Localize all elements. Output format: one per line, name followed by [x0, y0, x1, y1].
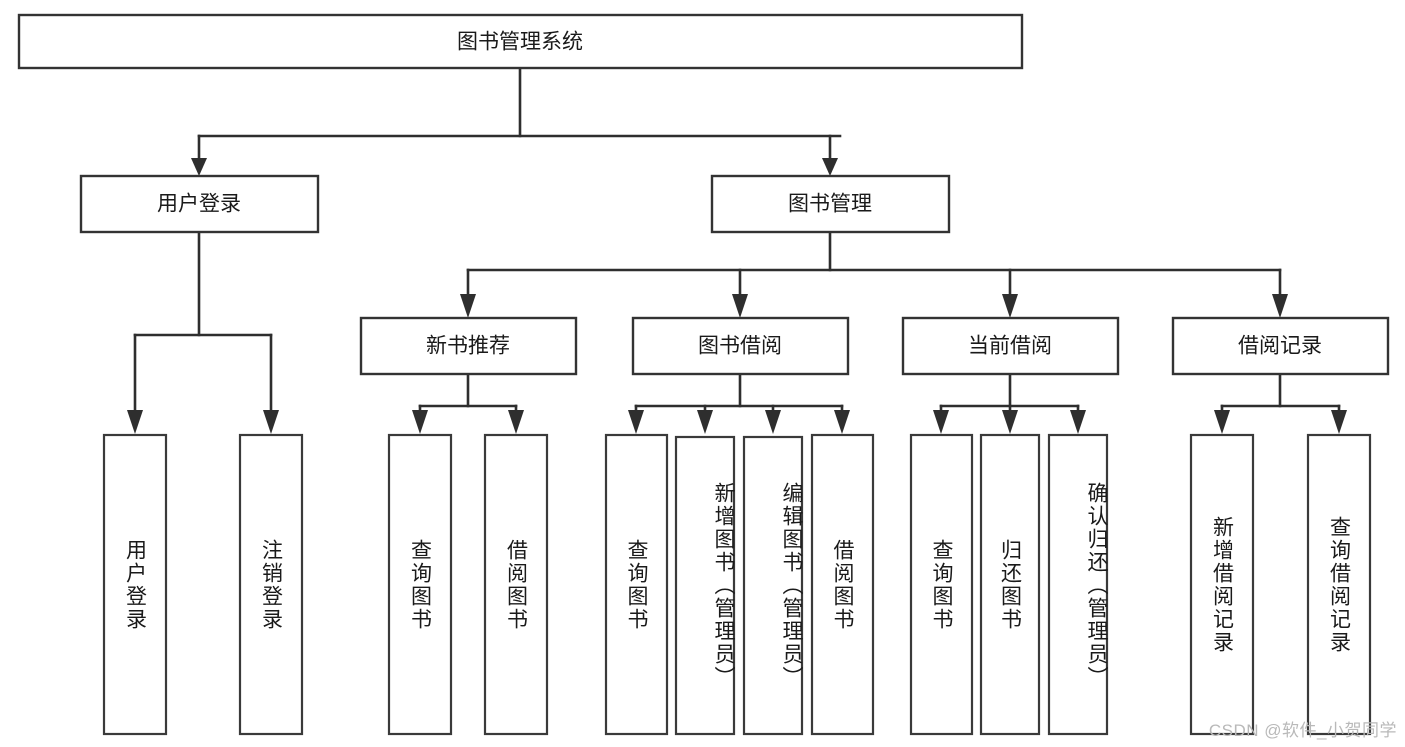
connector-group-records-to-leaves	[1214, 372, 1347, 434]
node-root-box[interactable]	[17, 13, 1024, 70]
arrow-icon-leaf-nb-1	[508, 410, 524, 434]
node-leaf-box-cb-2[interactable]	[1047, 433, 1109, 736]
connector-group-bookmgmt-to-level3	[460, 230, 1288, 318]
arrow-icon-l3-0	[460, 294, 476, 318]
node-leaf-box-bb-2[interactable]	[742, 435, 804, 736]
arrow-icon-user-login	[191, 158, 207, 176]
arrow-icon-leaf-cb-2	[1070, 410, 1086, 434]
arrow-icon-leaf-bb-2	[765, 410, 781, 434]
arrow-icon-leaf-br-1	[1331, 410, 1347, 434]
arrow-icon-leaf-ul-1	[263, 410, 279, 434]
node-leaf-box-nb-1[interactable]	[483, 433, 549, 736]
arrow-icon-leaf-br-0	[1214, 410, 1230, 434]
node-leaf-box-nb-0[interactable]	[387, 433, 453, 736]
csdn-watermark: CSDN @软件_小贺同学	[1208, 721, 1397, 740]
arrow-icon-leaf-ul-0	[127, 410, 143, 434]
connector-group-current-to-leaves	[933, 372, 1086, 434]
node-level3-box-1[interactable]	[631, 316, 850, 376]
connector-group-newbook-to-leaves	[412, 372, 524, 434]
node-level2-label-1: 图书管理	[788, 193, 872, 216]
node-leaf-box-br-0[interactable]	[1189, 433, 1255, 736]
arrow-icon-l3-1	[732, 294, 748, 318]
node-leaf-box-bb-3[interactable]	[810, 433, 875, 736]
node-level2-box-1[interactable]	[710, 174, 951, 234]
arrow-icon-book-mgmt	[822, 158, 838, 176]
node-leaf-box-cb-0[interactable]	[909, 433, 974, 736]
node-leaf-box-bb-1[interactable]	[674, 435, 736, 736]
node-level2-box-0[interactable]	[79, 174, 320, 234]
arrow-icon-leaf-bb-0	[628, 410, 644, 434]
node-leaf-box-br-1[interactable]	[1306, 433, 1372, 736]
arrow-icon-leaf-cb-0	[933, 410, 949, 434]
node-root-label: 图书管理系统	[457, 31, 583, 54]
node-level3-label-1: 图书借阅	[698, 335, 782, 358]
node-leaf-box-cb-1[interactable]	[979, 433, 1041, 736]
connector-group-userlogin-to-leaves	[127, 230, 279, 434]
node-level3-label-3: 借阅记录	[1238, 335, 1322, 358]
node-level3-box-0[interactable]	[359, 316, 578, 376]
node-leaf-box-bb-0[interactable]	[604, 433, 669, 736]
node-level3-box-3[interactable]	[1171, 316, 1390, 376]
node-level3-label-2: 当前借阅	[968, 335, 1052, 358]
node-level3-label-0: 新书推荐	[426, 335, 510, 358]
arrow-icon-l3-3	[1272, 294, 1288, 318]
arrow-icon-l3-2	[1002, 294, 1018, 318]
node-level2-label-0: 用户登录	[157, 193, 241, 216]
arrow-icon-leaf-bb-1	[697, 410, 713, 434]
arrow-icon-leaf-bb-3	[834, 410, 850, 434]
connector-group-borrow-to-leaves	[628, 372, 850, 434]
connector-group-root-to-level2	[191, 66, 842, 176]
node-leaf-box-ul-0[interactable]	[102, 433, 168, 736]
arrow-icon-leaf-nb-0	[412, 410, 428, 434]
arrow-icon-leaf-cb-1	[1002, 410, 1018, 434]
node-leaf-box-ul-1[interactable]	[238, 433, 304, 736]
node-level3-box-2[interactable]	[901, 316, 1120, 376]
